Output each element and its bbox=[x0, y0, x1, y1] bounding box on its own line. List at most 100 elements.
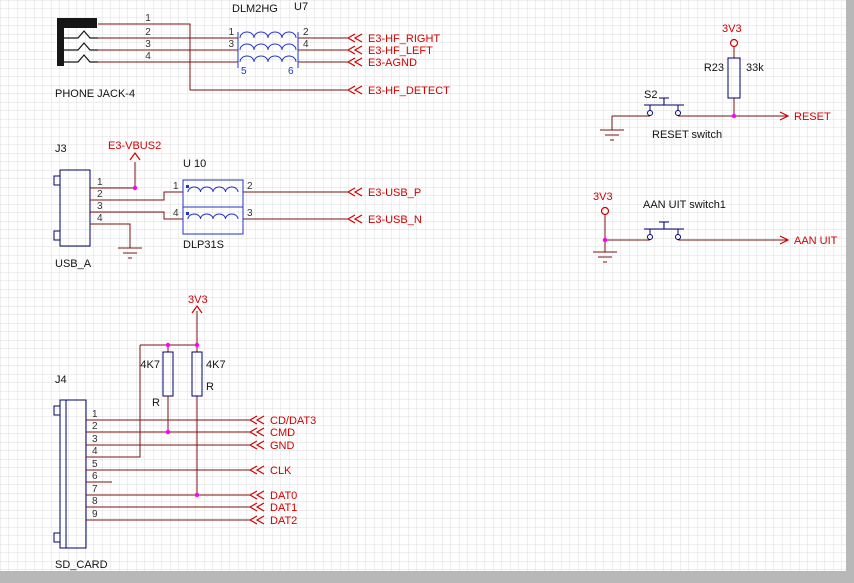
usb-pin-number: 1 bbox=[97, 177, 103, 188]
net-label: DAT1 bbox=[270, 502, 297, 514]
net-port-e3-hf-detect[interactable]: E3-HF_DETECT bbox=[346, 85, 450, 97]
jack-contact bbox=[64, 42, 98, 51]
reset-circuit[interactable]: 3V3 R23 33k S2 RESET RESET switch bbox=[600, 23, 831, 141]
schematic-sheet[interactable]: 1 2 3 4 DLM2HG U7 1 3 5 2 4 6 E bbox=[0, 0, 846, 571]
net-port-e3-hf-left[interactable]: E3-HF_LEFT bbox=[346, 45, 433, 57]
usb-connector-symbol[interactable] bbox=[53, 169, 91, 247]
net-port-dat0[interactable]: DAT0 bbox=[248, 490, 297, 502]
switch-aanuit[interactable] bbox=[644, 221, 684, 240]
power-port-sd-3v3[interactable]: 3V3 bbox=[188, 294, 208, 314]
phone-jack-label: PHONE JACK-4 bbox=[55, 88, 135, 100]
net-port-dat2[interactable]: DAT2 bbox=[248, 515, 297, 527]
net-port-dat1[interactable]: DAT1 bbox=[248, 502, 297, 514]
resistor-ref: R23 bbox=[704, 62, 724, 74]
junction-dot bbox=[194, 342, 200, 348]
choke-u7-symbol[interactable] bbox=[237, 31, 299, 68]
pullup-resistor-1[interactable]: 4K7 R bbox=[140, 351, 174, 409]
usb-pin-number: 4 bbox=[97, 213, 103, 224]
sd-card-circuit[interactable]: J4 1 2 3 4 5 6 7 8 9 bbox=[53, 294, 316, 571]
net-port-chevron-icon bbox=[248, 465, 265, 475]
usb-conn-label: USB_A bbox=[55, 258, 92, 270]
net-label: E3-AGND bbox=[368, 57, 417, 69]
power-port-aanuit-3v3[interactable]: 3V3 bbox=[593, 191, 613, 216]
sd-pin-number: 1 bbox=[92, 409, 98, 420]
net-port-e3-hf-right[interactable]: E3-HF_RIGHT bbox=[346, 33, 440, 45]
resistor-r23[interactable]: R23 33k bbox=[704, 57, 764, 99]
usb-conn-ref: J3 bbox=[55, 143, 67, 155]
switch-s2[interactable]: S2 bbox=[644, 89, 684, 116]
sheet-grid bbox=[0, 0, 846, 571]
net-port-chevron-icon bbox=[346, 45, 363, 55]
net-label: E3-USB_N bbox=[368, 214, 422, 226]
sd-pin-number: 4 bbox=[92, 446, 98, 457]
net-port-reset[interactable]: RESET bbox=[779, 111, 831, 123]
usb-filter-u10-symbol[interactable] bbox=[182, 179, 244, 235]
net-label: CLK bbox=[270, 465, 292, 477]
power-switch-caption: AAN UIT switch1 bbox=[643, 199, 726, 211]
net-port-cd-dat3[interactable]: CD/DAT3 bbox=[248, 415, 316, 427]
polarity-dot-icon bbox=[186, 212, 189, 215]
sd-conn-ref: J4 bbox=[55, 374, 67, 386]
resistor-value: 4K7 bbox=[140, 359, 160, 371]
junction-dot bbox=[731, 113, 737, 119]
net-port-chevron-icon bbox=[346, 57, 363, 67]
choke-pin-number: 3 bbox=[228, 39, 234, 50]
power-net-label: 3V3 bbox=[722, 23, 742, 35]
power-port-e3-vbus2[interactable]: E3-VBUS2 bbox=[108, 140, 161, 161]
usb-pin-number: 3 bbox=[97, 201, 103, 212]
u10-ref: U 10 bbox=[183, 158, 206, 170]
phone-jack-circuit[interactable]: 1 2 3 4 DLM2HG U7 1 3 5 2 4 6 E bbox=[55, 1, 450, 100]
net-port-e3-agnd[interactable]: E3-AGND bbox=[346, 57, 417, 69]
power-switch-circuit[interactable]: 3V3 AAN UIT AAN UIT switch1 bbox=[593, 191, 838, 263]
resistor-value: 4K7 bbox=[206, 359, 226, 371]
phone-jack-wires[interactable] bbox=[98, 23, 348, 91]
power-arrow-icon bbox=[191, 304, 203, 314]
ground-symbol-reset[interactable] bbox=[600, 129, 624, 141]
resistor-body bbox=[727, 57, 741, 99]
resistor-ref: R bbox=[206, 381, 214, 393]
ground-symbol-aanuit[interactable] bbox=[593, 251, 617, 263]
pullup-resistor-2[interactable]: 4K7 R bbox=[191, 351, 226, 397]
choke-pin-number: 1 bbox=[228, 27, 234, 38]
reset-caption: RESET switch bbox=[652, 129, 722, 141]
power-port-reset-3v3[interactable]: 3V3 bbox=[722, 23, 742, 48]
phone-jack-symbol[interactable] bbox=[57, 18, 98, 66]
sd-pin-number: 6 bbox=[92, 471, 98, 482]
net-port-chevron-icon bbox=[248, 440, 265, 450]
net-label: E3-HF_LEFT bbox=[368, 45, 433, 57]
net-port-e3-usb-p[interactable]: E3-USB_P bbox=[346, 187, 421, 199]
u10-pin-number: 2 bbox=[247, 181, 253, 192]
net-port-e3-usb-n[interactable]: E3-USB_N bbox=[346, 214, 422, 226]
net-port-chevron-icon bbox=[346, 85, 363, 95]
sd-connector-symbol[interactable] bbox=[53, 399, 87, 549]
net-port-gnd[interactable]: GND bbox=[248, 440, 295, 452]
choke-name: DLM2HG bbox=[232, 3, 278, 15]
jack-body bbox=[57, 18, 64, 66]
resistor-value: 33k bbox=[746, 62, 764, 74]
junction-dot bbox=[165, 342, 171, 348]
net-port-chevron-icon bbox=[248, 427, 265, 437]
net-port-clk[interactable]: CLK bbox=[248, 465, 292, 477]
resistor-ref: R bbox=[152, 397, 160, 409]
net-port-aanuit[interactable]: AAN UIT bbox=[779, 235, 838, 247]
jack-sleeve bbox=[57, 18, 97, 28]
power-switch-wires[interactable] bbox=[604, 215, 788, 252]
sd-wires[interactable] bbox=[86, 311, 250, 521]
net-label: RESET bbox=[794, 111, 831, 123]
usb-circuit[interactable]: J3 1 2 3 4 E3-VBUS2 bbox=[53, 140, 422, 270]
resistor-body bbox=[191, 351, 203, 397]
jack-pin-number: 3 bbox=[145, 39, 151, 50]
usb-wires[interactable] bbox=[90, 162, 348, 248]
junction-dot bbox=[132, 185, 138, 191]
sd-pin-number: 5 bbox=[92, 459, 98, 470]
schematic-canvas[interactable]: 1 2 3 4 DLM2HG U7 1 3 5 2 4 6 E bbox=[0, 0, 846, 571]
net-label: AAN UIT bbox=[794, 235, 838, 247]
net-label: CD/DAT3 bbox=[270, 415, 316, 427]
ground-symbol-usb[interactable] bbox=[118, 247, 142, 259]
net-arrow-icon bbox=[779, 235, 790, 245]
power-net-label: E3-VBUS2 bbox=[108, 140, 161, 152]
sd-connector-tab bbox=[53, 405, 61, 416]
net-port-chevron-icon bbox=[248, 415, 265, 425]
net-port-chevron-icon bbox=[346, 187, 363, 197]
net-port-cmd[interactable]: CMD bbox=[248, 427, 295, 439]
